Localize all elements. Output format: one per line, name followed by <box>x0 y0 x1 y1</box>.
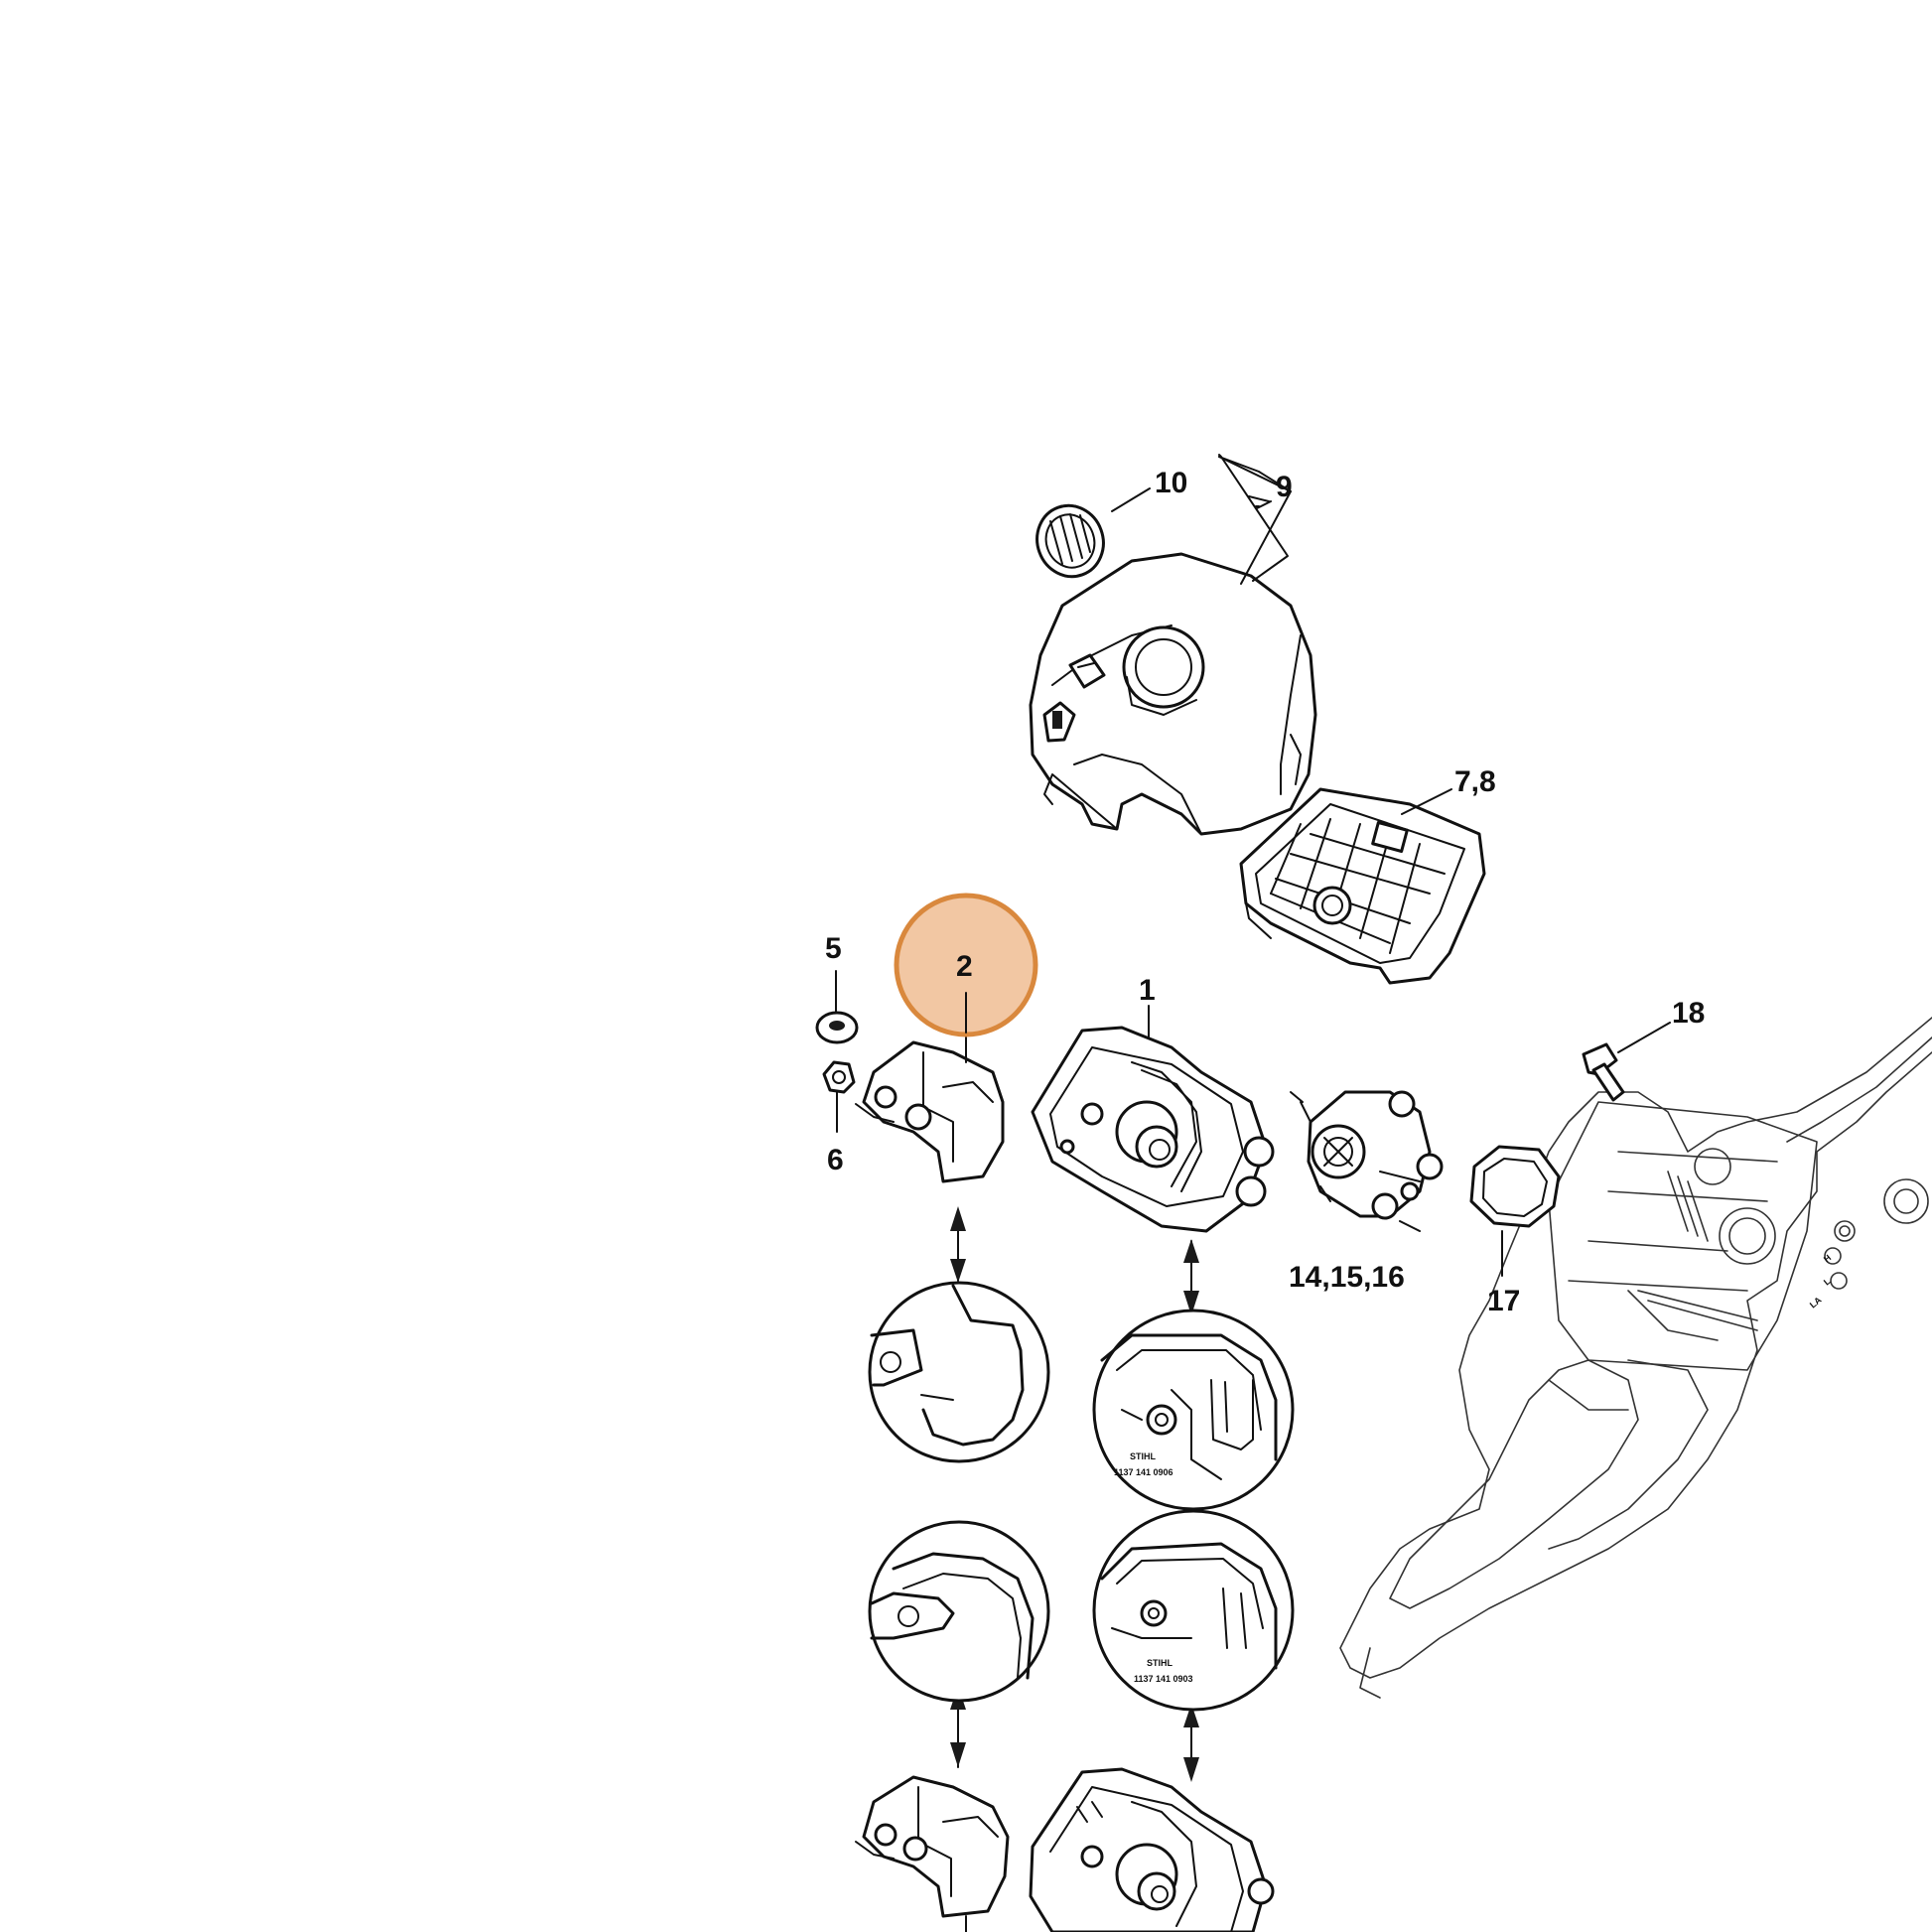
label-2[interactable]: 2 <box>956 950 973 983</box>
label-18: 18 <box>1672 997 1705 1030</box>
detail-circle-bracket-upper <box>868 1281 1050 1463</box>
label-5: 5 <box>825 932 842 965</box>
callout-bracket-9 <box>1218 454 1289 582</box>
housing-handle-frame <box>1339 1017 1932 1699</box>
housing-mark-h: H <box>1822 1253 1833 1265</box>
housing-mark-la: LA <box>1808 1295 1824 1311</box>
detail-lower-code: 1137 141 0903 <box>1134 1674 1193 1684</box>
detail-upper-code: 1137 141 0906 <box>1114 1467 1173 1477</box>
detail-circle-manifold-lower <box>1092 1509 1295 1712</box>
label-6: 6 <box>827 1144 844 1176</box>
leader-9 <box>1256 500 1272 509</box>
highlight-callout-2[interactable] <box>894 893 1038 1037</box>
label-7-8: 7,8 <box>1454 765 1496 798</box>
label-9: 9 <box>1276 471 1293 503</box>
label-10: 10 <box>1155 467 1187 499</box>
part-14-15-16-carburetor <box>1290 1090 1444 1232</box>
detail-upper-brand: STIHL <box>1130 1451 1157 1461</box>
part-9-shroud <box>1029 552 1317 836</box>
part-18-pin <box>1582 1042 1625 1102</box>
part-2-bracket-variant <box>855 1775 1010 1932</box>
version-arrows <box>950 1206 1199 1782</box>
part-17-gasket <box>1469 1145 1561 1228</box>
part-2-bracket <box>855 1040 1005 1183</box>
part-1-manifold-variant <box>1029 1767 1275 1932</box>
detail-lower-brand: STIHL <box>1147 1658 1173 1668</box>
callout-lines-9-10 <box>1111 456 1292 585</box>
detail-circle-bracket-lower <box>868 1520 1050 1703</box>
detail-circle-manifold-upper <box>1092 1309 1295 1511</box>
label-1: 1 <box>1139 974 1156 1007</box>
part-6-nut <box>822 1060 856 1094</box>
part-1-manifold <box>1031 1026 1275 1233</box>
leader-18 <box>1617 1022 1671 1053</box>
leader-7-8 <box>1401 788 1452 815</box>
part-7-8-air-filter <box>1239 787 1486 985</box>
label-14-15-16: 14,15,16 <box>1289 1261 1405 1294</box>
label-17: 17 <box>1487 1285 1520 1317</box>
part-5-washer <box>815 1011 859 1044</box>
part-10-cap <box>1035 503 1105 579</box>
housing-mark-l: L <box>1822 1276 1833 1288</box>
